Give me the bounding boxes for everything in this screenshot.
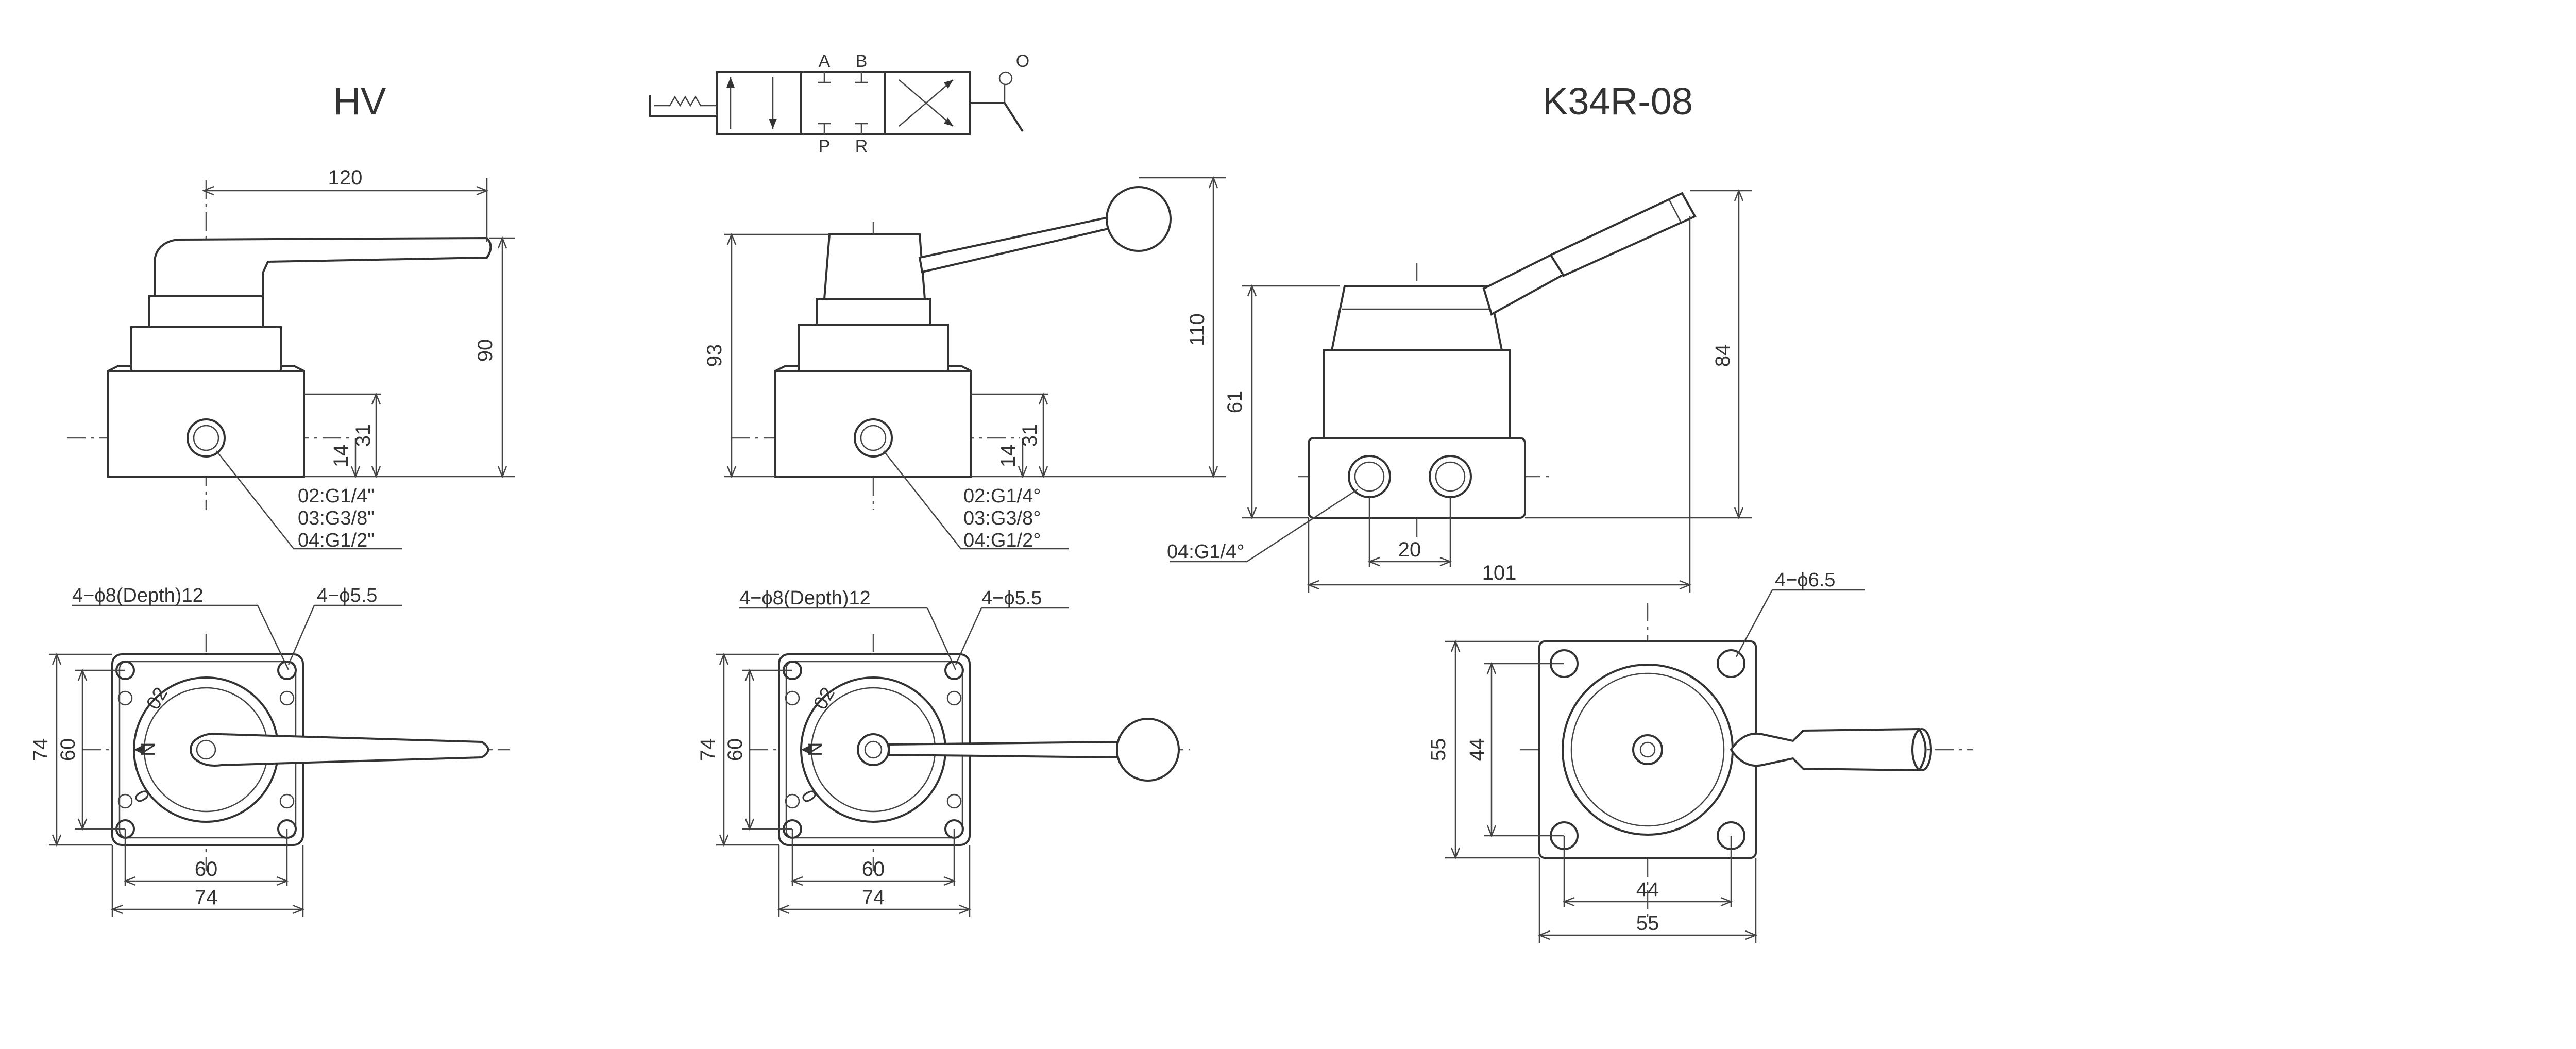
symbol-port-b: B [856, 52, 868, 71]
hv-top-view: 02 N 0 4−ϕ8(Depth)12 4−ϕ5.5 74 60 60 74 [29, 585, 510, 917]
hv-side-60: 60 [57, 738, 79, 762]
k34r-top-view: 4−ϕ6.5 55 44 44 55 [1427, 569, 1973, 943]
hv-port-02: 02:G1/4" [298, 485, 375, 507]
k34r-side-55: 55 [1427, 738, 1450, 762]
ball-port-04: 04:G1/2° [963, 530, 1041, 551]
hv-dim-14: 14 [330, 445, 352, 468]
k34r-front-view: 61 84 20 101 04:G1/4° [1167, 189, 1752, 593]
k34r-dim-101: 101 [1482, 562, 1517, 584]
symbol-lever-mark: O [1016, 52, 1029, 71]
symbol-port-r: R [855, 137, 868, 156]
ball-side-60: 60 [724, 738, 747, 762]
ball-front-view: 93 110 14 31 02:G1/4° 03:G3/8° 04:G1/2° [703, 176, 1226, 551]
k34r-port: 04:G1/4° [1167, 541, 1244, 563]
k34r-bottom-44: 44 [1636, 878, 1659, 901]
hv-dim-height: 90 [474, 339, 497, 362]
hv-front-view: 120 90 14 31 02:G1/4" 03:G3/8" 04:G1/2" [67, 166, 515, 551]
title-hv: HV [333, 80, 386, 123]
hv-mount-holes: 4−ϕ5.5 [317, 585, 377, 606]
hv-port-03: 03:G3/8" [298, 507, 375, 529]
hv-side-74: 74 [29, 738, 52, 762]
hv-dim-31: 31 [352, 424, 375, 447]
k34r-bottom-55: 55 [1636, 912, 1659, 935]
hv-dial-n: N [138, 742, 159, 756]
hv-bottom-74: 74 [195, 886, 218, 909]
hv-dim-width: 120 [328, 166, 363, 189]
ball-dim-110: 110 [1186, 313, 1209, 346]
hv-bottom-60: 60 [195, 858, 218, 881]
ball-mount-holes: 4−ϕ5.5 [981, 587, 1042, 609]
k34r-side-44: 44 [1466, 738, 1488, 762]
symbol-port-a: A [819, 52, 831, 71]
k34r-dim-84: 84 [1711, 344, 1734, 367]
ball-dim-31: 31 [1019, 424, 1041, 447]
k34r-dim-61: 61 [1224, 391, 1246, 414]
ball-port-03: 03:G3/8° [963, 507, 1041, 529]
ball-hole-depth: 4−ϕ8(Depth)12 [739, 587, 871, 609]
symbol-port-p: P [819, 137, 831, 156]
hv-port-04: 04:G1/2" [298, 530, 375, 551]
ball-dim-14: 14 [997, 445, 1020, 468]
ball-bottom-60: 60 [862, 858, 885, 881]
k34r-mount-holes: 4−ϕ6.5 [1775, 569, 1835, 591]
ball-side-74: 74 [697, 738, 719, 762]
ball-bottom-74: 74 [862, 886, 885, 909]
title-k34r: K34R-08 [1543, 80, 1693, 123]
ball-dial-n: N [805, 742, 826, 756]
ball-top-view: 02 N 0 4−ϕ8(Depth)12 4−ϕ5.5 74 60 60 74 [697, 587, 1190, 917]
valve-symbol: A B P R O [649, 52, 1029, 156]
ball-dim-93: 93 [703, 344, 726, 367]
k34r-dim-20: 20 [1398, 538, 1421, 561]
ball-port-02: 02:G1/4° [963, 485, 1041, 507]
hv-hole-depth: 4−ϕ8(Depth)12 [72, 585, 204, 606]
